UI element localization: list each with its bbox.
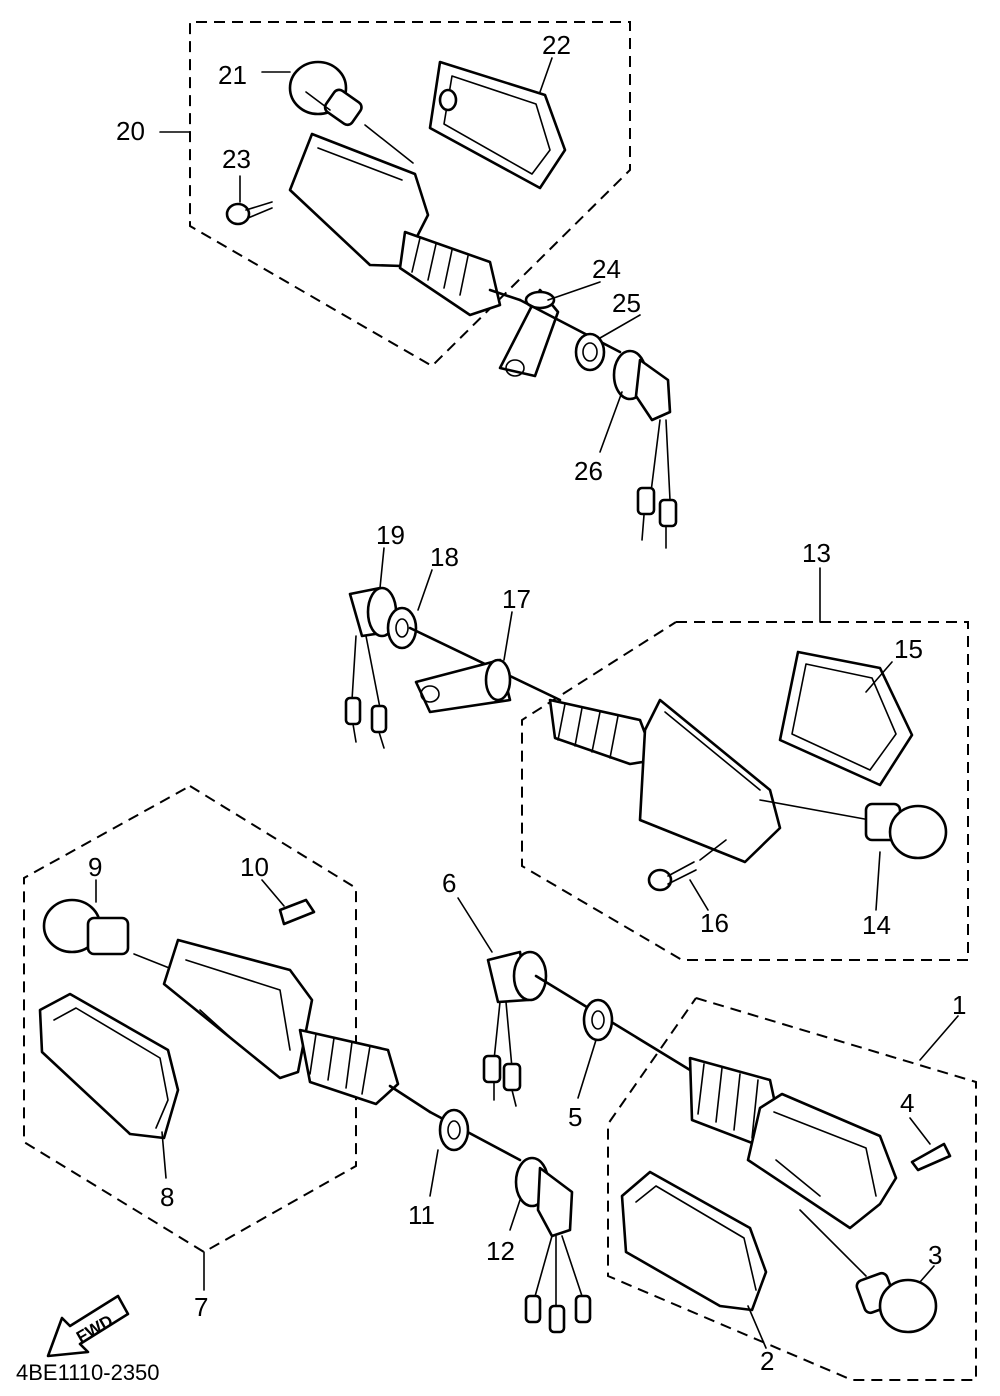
- lens-22-icon: [428, 60, 567, 190]
- part-label-24: 24: [592, 254, 621, 284]
- assembly-20-group: [159, 21, 678, 549]
- part-label-9: 9: [88, 852, 102, 882]
- bulb-14-icon: [864, 802, 948, 860]
- grommet-25-icon: [574, 332, 606, 372]
- part-label-12: 12: [486, 1236, 515, 1266]
- grommet-11-icon: [428, 1108, 522, 1162]
- assembly-7-group: [23, 785, 432, 1291]
- part-label-14: 14: [862, 910, 891, 940]
- housing-1-icon: [688, 1056, 898, 1230]
- fwd-arrow-icon: FWD: [46, 1294, 130, 1358]
- lens-2-icon: [620, 1170, 768, 1312]
- assembly-1-group: [457, 897, 977, 1381]
- part-label-13: 13: [802, 538, 831, 568]
- housing-20-icon: [288, 132, 522, 317]
- assembly-13-group: [344, 547, 969, 961]
- part-label-1: 1: [952, 990, 966, 1020]
- screw-23-icon: [225, 201, 273, 226]
- screw-10-icon: [278, 898, 316, 926]
- bulb-21-icon: [288, 60, 363, 127]
- part-label-6: 6: [442, 868, 456, 898]
- part-label-5: 5: [568, 1102, 582, 1132]
- bulb-3-icon: [855, 1271, 938, 1334]
- assembly-7-dashed-boundary: [23, 785, 357, 1254]
- part-label-2: 2: [760, 1346, 774, 1376]
- bulb-9-icon: [42, 898, 130, 956]
- part-label-10: 10: [240, 852, 269, 882]
- part-label-22: 22: [542, 30, 571, 60]
- part-label-8: 8: [160, 1182, 174, 1212]
- lens-15-icon: [778, 650, 914, 787]
- part-label-16: 16: [700, 908, 729, 938]
- part-label-19: 19: [376, 520, 405, 550]
- assembly-20-dashed-boundary: [189, 21, 631, 368]
- assembly-13-dashed-boundary: [521, 621, 969, 961]
- housing-7-icon: [162, 938, 432, 1114]
- part-label-20: 20: [116, 116, 145, 146]
- stay-17-icon: [414, 658, 512, 714]
- socket-6-icon: [482, 950, 548, 1107]
- part-label-3: 3: [928, 1240, 942, 1270]
- grommet-5-icon: [582, 998, 614, 1042]
- lens-8-icon: [38, 992, 180, 1140]
- screw-4-icon: [910, 1142, 952, 1172]
- assembly-1-dashed-boundary: [607, 997, 977, 1381]
- socket-26-icon: [612, 349, 678, 549]
- screw-16-icon: [647, 861, 697, 892]
- part-label-7: 7: [194, 1292, 208, 1322]
- housing-13-icon: [548, 698, 782, 864]
- part-label-11: 11: [408, 1200, 435, 1230]
- grommet-18-icon: [386, 606, 418, 650]
- socket-19-icon: [344, 586, 398, 749]
- part-label-17: 17: [502, 584, 531, 614]
- socket-12-icon: [514, 1156, 592, 1334]
- part-label-21: 21: [218, 60, 247, 90]
- part-label-25: 25: [612, 288, 641, 318]
- part-label-18: 18: [430, 542, 459, 572]
- drawing-code: 4BE1110-2350: [16, 1360, 160, 1385]
- stay-24-icon: [498, 288, 560, 378]
- part-label-23: 23: [222, 144, 251, 174]
- part-label-4: 4: [900, 1088, 914, 1118]
- part-label-15: 15: [894, 634, 923, 664]
- part-label-26: 26: [574, 456, 603, 486]
